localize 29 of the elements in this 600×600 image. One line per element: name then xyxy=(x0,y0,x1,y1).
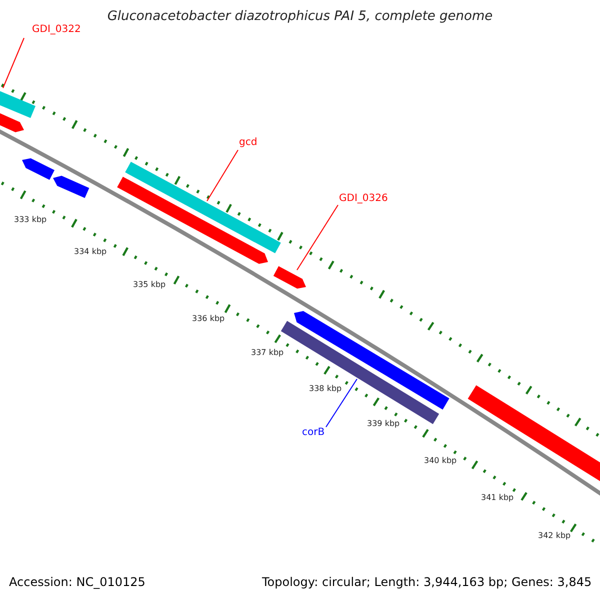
gene-feature xyxy=(0,112,24,132)
scale-label: 336 kbp xyxy=(192,315,225,324)
scale-label: 340 kbp xyxy=(424,457,457,466)
leader-line xyxy=(2,38,24,88)
scale-label: 338 kbp xyxy=(309,385,342,394)
scale-label: 339 kbp xyxy=(367,420,400,429)
gene-feature xyxy=(294,311,450,410)
scale-label: 341 kbp xyxy=(481,494,514,503)
leader-line xyxy=(296,204,338,270)
gene-feature xyxy=(117,176,268,264)
accession-text: Accession: NC_010125 xyxy=(9,576,146,590)
gene-label: corB xyxy=(302,427,325,438)
genome-summary: Topology: circular; Length: 3,944,163 bp; Genes: 3,845 xyxy=(262,576,592,590)
gene-label: gcd xyxy=(239,137,258,148)
gene-feature xyxy=(22,158,54,180)
gene-feature xyxy=(53,176,90,198)
title: Gluconacetobacter diazotrophicus PAI 5, complete genome xyxy=(106,10,494,24)
scale-label: 335 kbp xyxy=(133,281,166,290)
scale-label: 337 kbp xyxy=(251,349,284,358)
gene-feature xyxy=(273,266,306,289)
leader-line xyxy=(326,378,358,428)
gene-label: GDI_0322 xyxy=(32,24,81,35)
leader-line xyxy=(206,150,238,202)
gene-feature xyxy=(125,162,281,254)
scale-label: 342 kbp xyxy=(538,532,571,541)
scale-label: 333 kbp xyxy=(14,216,47,225)
gene-feature xyxy=(0,88,36,118)
gene-label: GDI_0326 xyxy=(339,193,388,204)
scale-label: 334 kbp xyxy=(74,248,107,257)
